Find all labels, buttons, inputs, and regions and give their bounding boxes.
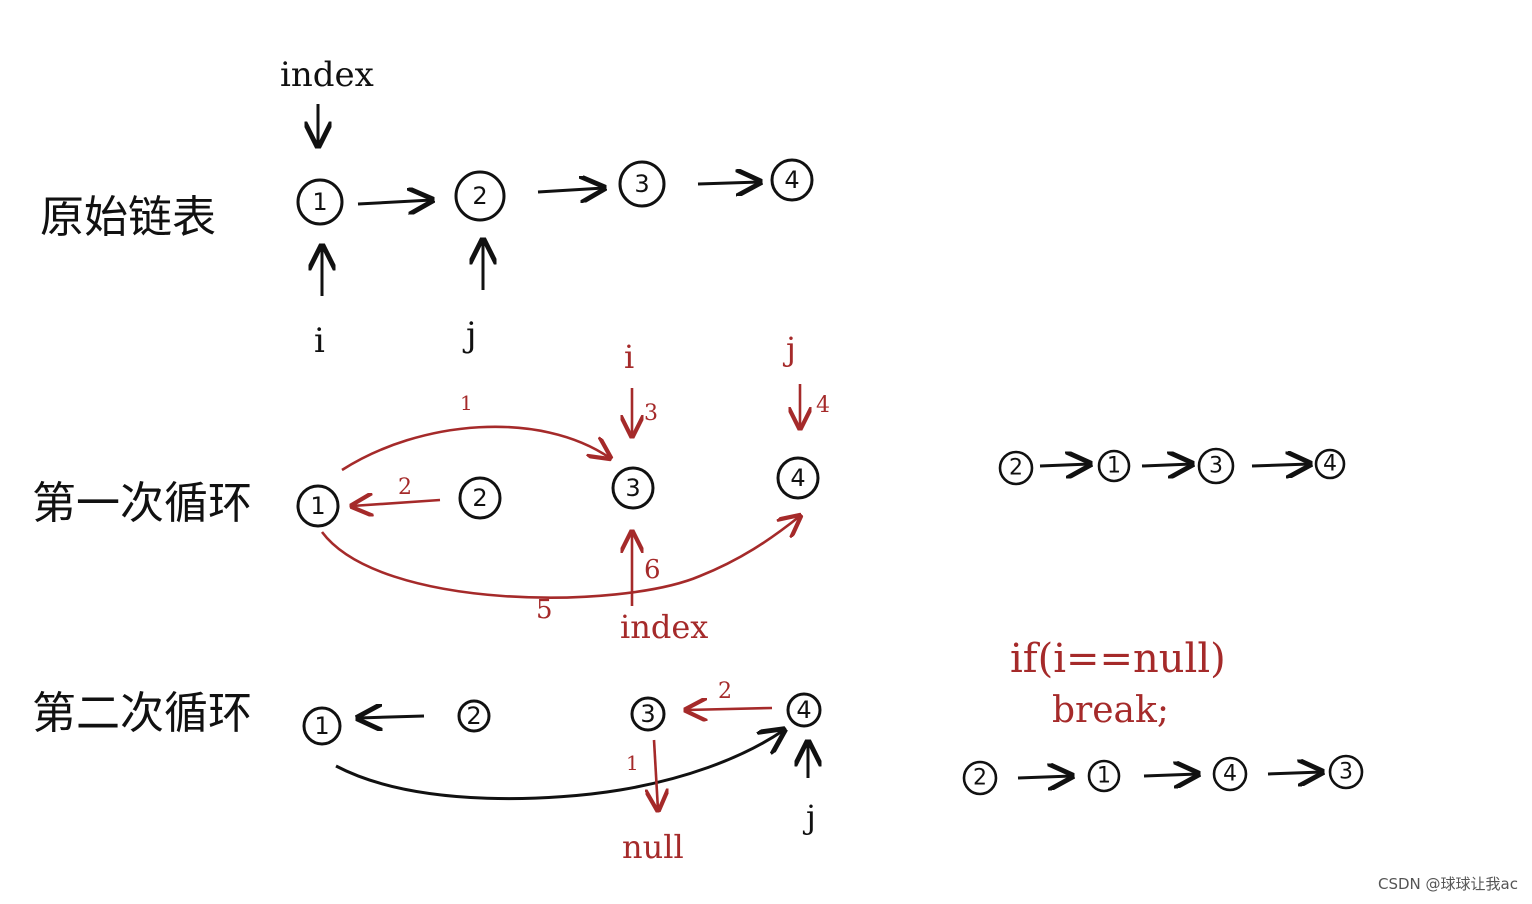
- node-loop2-3: 3: [630, 696, 666, 732]
- node-original-3: 3: [618, 160, 666, 208]
- step-4-label: 4: [816, 393, 830, 418]
- arrow-loop2-1-to-4: [335, 730, 784, 801]
- svg-text:3: 3: [625, 474, 640, 502]
- index-pointer-label: index: [280, 55, 374, 95]
- index-pointer-label-loop1: index: [620, 608, 708, 646]
- result1-node-a: 2: [998, 450, 1034, 486]
- result2-node-c: 4: [1212, 756, 1248, 792]
- row-label-original: 原始链表: [40, 192, 216, 243]
- node-loop1-2: 2: [458, 476, 502, 520]
- svg-text:4: 4: [796, 696, 811, 724]
- node-original-4: 4: [770, 158, 814, 202]
- svg-text:1: 1: [1097, 764, 1111, 789]
- svg-text:3: 3: [1339, 760, 1353, 785]
- row-label-loop1: 第一次循环: [32, 478, 252, 529]
- node-loop2-4: 4: [786, 692, 822, 728]
- null-label: null: [622, 828, 684, 866]
- j-pointer-label-original: j: [462, 315, 477, 355]
- node-loop1-4: 4: [776, 456, 820, 500]
- step-5-label: 5: [536, 595, 553, 625]
- result1-node-b: 1: [1097, 449, 1131, 483]
- arrow-step5-1-to-4: [320, 516, 800, 599]
- result-list-2: 2 1 4 3: [962, 754, 1364, 796]
- svg-text:4: 4: [790, 464, 805, 492]
- loop2-step-2-label: 2: [718, 679, 732, 704]
- svg-text:3: 3: [634, 170, 649, 198]
- arrow-2-to-3: [537, 188, 604, 192]
- i-pointer-label-loop1: i: [624, 338, 634, 376]
- result2-arrow-1: [1017, 776, 1072, 778]
- result2-arrow-3: [1267, 772, 1322, 774]
- node-original-2: 2: [454, 170, 506, 222]
- svg-text:3: 3: [1209, 454, 1223, 479]
- j-pointer-label-loop1: j: [782, 330, 796, 368]
- code-line-1: if(i==null): [1010, 636, 1226, 682]
- loop2-step-1-label: 1: [626, 751, 639, 775]
- svg-text:3: 3: [640, 700, 655, 728]
- row-label-loop2: 第二次循环: [32, 688, 252, 739]
- result1-arrow-1: [1039, 464, 1090, 466]
- svg-text:1: 1: [314, 712, 329, 740]
- arrow-1-to-2: [357, 200, 432, 204]
- svg-text:2: 2: [472, 182, 487, 210]
- step-2-label: 2: [398, 475, 412, 500]
- result2-node-a: 2: [962, 760, 998, 796]
- result1-node-d: 4: [1314, 448, 1346, 480]
- result1-arrow-2: [1141, 464, 1192, 466]
- arrow-3-to-4: [697, 182, 760, 184]
- step-3-label: 3: [644, 401, 658, 426]
- node-loop1-1: 1: [296, 484, 340, 528]
- svg-text:2: 2: [466, 702, 481, 730]
- svg-text:4: 4: [1323, 452, 1337, 477]
- result2-node-b: 1: [1087, 759, 1121, 793]
- result1-node-c: 3: [1197, 447, 1235, 485]
- svg-text:1: 1: [1107, 454, 1121, 479]
- svg-text:2: 2: [472, 484, 487, 512]
- result2-node-d: 3: [1328, 754, 1364, 790]
- code-line-2: break;: [1052, 690, 1169, 731]
- result2-arrow-2: [1143, 774, 1198, 776]
- node-loop2-2: 2: [457, 699, 491, 733]
- node-loop2-1: 1: [302, 706, 342, 746]
- step-1-label: 1: [460, 391, 473, 415]
- svg-text:1: 1: [310, 492, 325, 520]
- svg-text:2: 2: [1009, 456, 1023, 481]
- node-original-1: 1: [296, 178, 344, 226]
- arrow-loop2-3-to-null: [654, 739, 658, 810]
- arrow-step2-2-to-1: [352, 500, 441, 506]
- j-pointer-label-loop2: j: [802, 798, 816, 836]
- result1-arrow-3: [1251, 464, 1310, 466]
- svg-text:1: 1: [312, 188, 327, 216]
- node-loop1-3: 3: [611, 466, 655, 510]
- arrow-step1-1-to-3: [341, 425, 610, 472]
- i-pointer-label-original: i: [314, 321, 325, 361]
- watermark: CSDN @球球让我ac: [1378, 875, 1518, 893]
- arrow-loop2-4-to-3: [686, 708, 773, 710]
- svg-text:2: 2: [973, 766, 987, 791]
- svg-text:4: 4: [1223, 762, 1237, 787]
- step-6-label: 6: [644, 555, 661, 585]
- result-list-1: 2 1 3 4: [998, 447, 1346, 486]
- arrow-loop2-2-to-1: [358, 716, 425, 718]
- svg-text:4: 4: [784, 166, 799, 194]
